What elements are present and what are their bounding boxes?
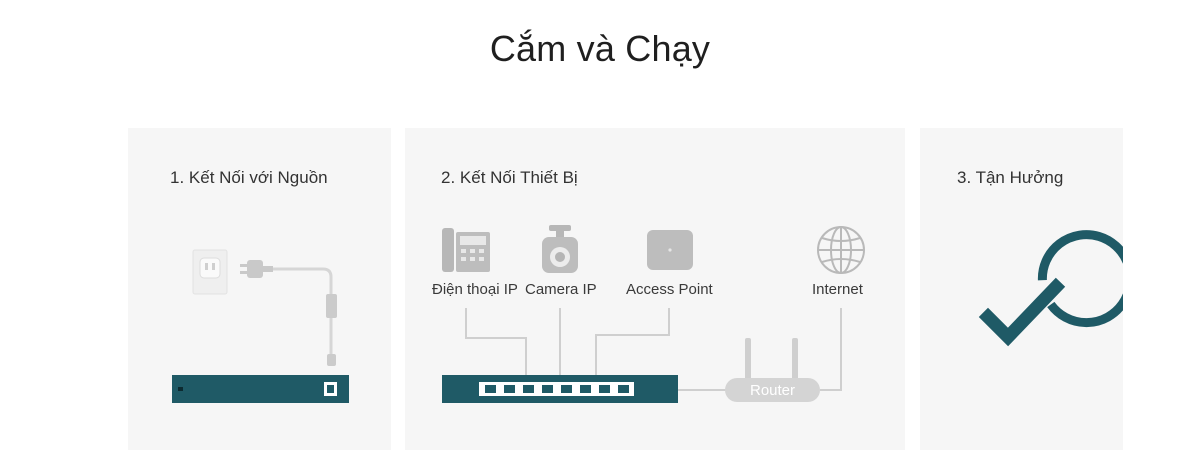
connection-lines xyxy=(465,308,842,391)
access-point-icon xyxy=(647,230,693,270)
step-panel-devices: 2. Kết Nối Thiết Bị xyxy=(405,128,905,450)
ip-camera-icon xyxy=(542,225,578,273)
devices-illustration xyxy=(442,225,865,403)
power-illustration xyxy=(172,249,349,403)
step-label-enjoy: 3. Tận Hưởng xyxy=(957,168,1064,187)
device-label-phone: Điện thoại IP xyxy=(432,281,518,298)
step-panel-enjoy: 3. Tận Hưởng xyxy=(920,128,1123,450)
switch-rear-icon xyxy=(172,375,349,403)
step-panel-power: 1. Kết Nối với Nguồn xyxy=(128,128,391,450)
wall-outlet-icon xyxy=(192,249,228,295)
power-cable xyxy=(273,267,333,296)
step-label-power: 1. Kết Nối với Nguồn xyxy=(170,168,328,187)
plug-icon xyxy=(240,260,273,278)
router-icon xyxy=(725,338,820,402)
checkmark-icon xyxy=(978,230,1123,347)
page-title: Cắm và Chạy xyxy=(489,28,711,69)
device-label-access-point: Access Point xyxy=(626,281,713,298)
router-label: Router xyxy=(750,382,796,399)
switch-front-icon xyxy=(442,375,678,403)
globe-icon xyxy=(817,226,865,274)
device-label-camera: Camera IP xyxy=(525,281,597,298)
enjoy-illustration xyxy=(978,230,1123,347)
step-label-devices: 2. Kết Nối Thiết Bị xyxy=(441,168,578,187)
ip-phone-icon xyxy=(442,228,490,272)
device-label-internet: Internet xyxy=(812,281,863,298)
